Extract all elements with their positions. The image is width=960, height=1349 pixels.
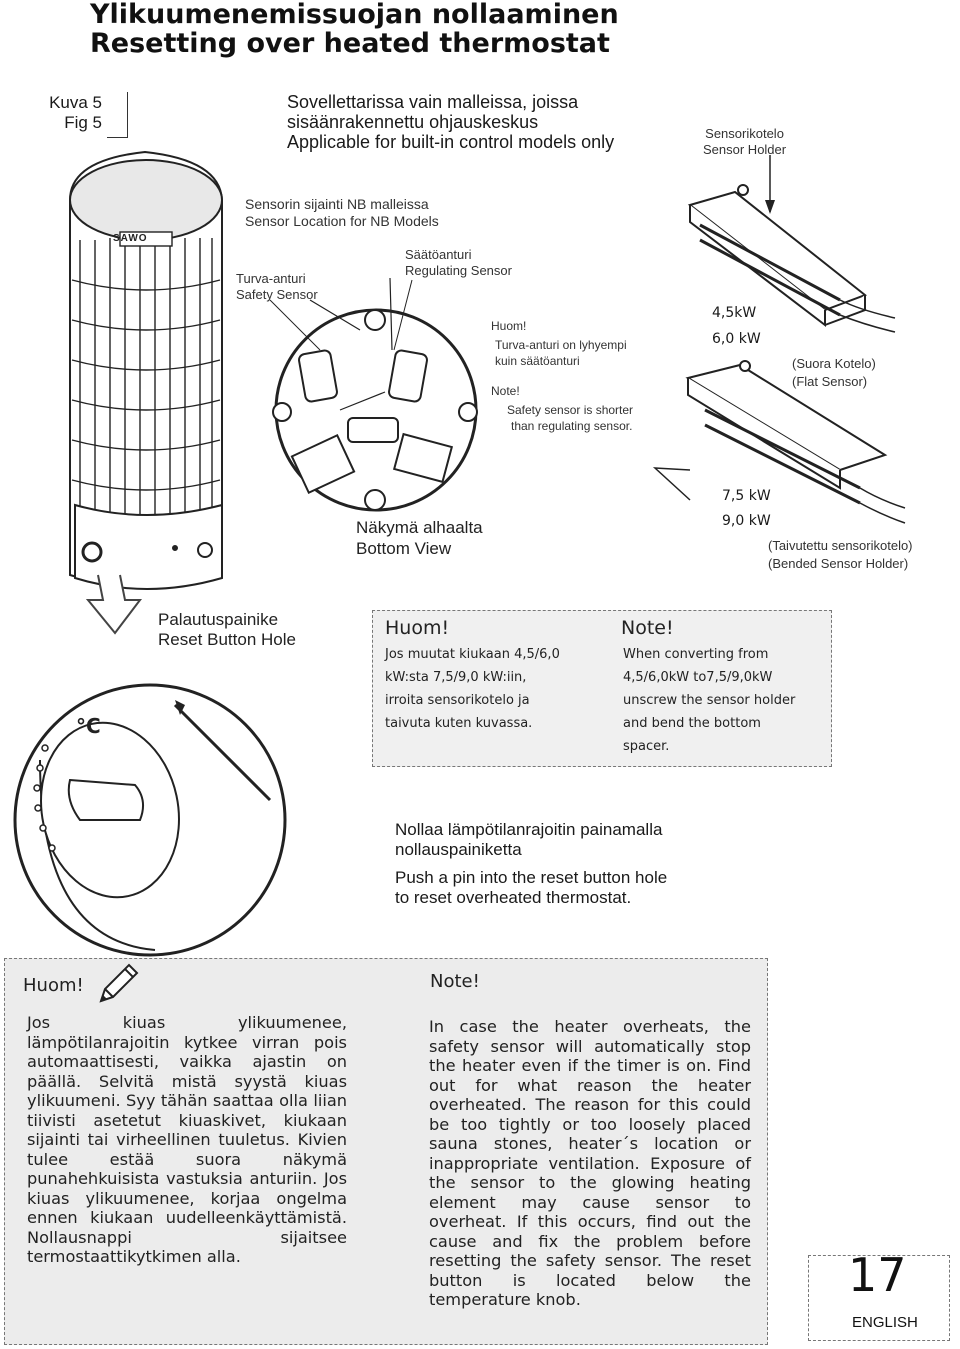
sensor-holder-fi: Sensorikotelo [705,126,784,141]
figure-bracket [107,92,128,138]
applicability-line-1: Sovellettarissa vain malleissa, joissa [287,92,579,112]
safety-sensor-fi: Turva-anturi [236,271,306,286]
reset-fi-line-2: nollauspainiketta [395,840,522,859]
down-arrow-icon [85,574,143,635]
sensor-location-label: Sensorin sijainti NB malleissa Sensor Lo… [245,196,439,230]
power-7-5: 7,5 kW [722,488,771,504]
converting-fi-line: kW:sta 7,5/9,0 kW:iin, [385,670,527,685]
safety-sensor-label: Turva-anturi Safety Sensor [236,271,318,303]
safety-sensor-en: Safety Sensor [236,287,318,302]
overheat-fi-text: Jos kiuas ylikuumenee, lämpötilanrajoiti… [27,1013,347,1266]
sensor-holder-en: Sensor Holder [703,142,787,157]
sensor-holder-label: Sensorikotelo Sensor Holder [703,126,786,158]
reset-en-line-2: to reset overheated thermostat. [395,888,632,907]
power-4-5: 4,5kW [712,305,757,321]
converting-note-box: Huom! Note! Jos muutat kiukaan 4,5/6,0 k… [372,610,832,767]
converting-note-en-head: Note! [621,617,674,639]
bottom-view-label: Näkymä alhaalta Bottom View [356,517,483,559]
language-label: ENGLISH [852,1314,918,1331]
bent-sensor-holder-illustration [685,360,906,524]
power-9-0: 9,0 kW [722,513,771,529]
overheat-fi-head: Huom! [23,975,84,996]
pencil-icon [99,963,139,1003]
regulating-sensor-en: Regulating Sensor [405,263,512,278]
reset-hole-en: Reset Button Hole [158,630,296,649]
reset-pin-icon [173,703,272,802]
sensor-note-en-2: than regulating sensor. [511,419,633,433]
sensor-location-fi: Sensorin sijainti NB malleissa [245,196,429,212]
page-number-box [808,1255,950,1341]
converting-fi-line: Jos muutat kiukaan 4,5/6,0 [385,647,560,662]
sensor-length-note: Huom! Turva-anturi on lyhyempi kuin säät… [491,318,633,434]
bottom-view-en: Bottom View [356,539,452,558]
flat-sensor-label: (Suora Kotelo) (Flat Sensor) [792,355,876,391]
sensor-note-en-1: Safety sensor is shorter [507,403,634,417]
bended-holder-label: (Taivutettu sensorikotelo) (Bended Senso… [768,537,913,573]
regulating-sensor-fi: Säätöanturi [405,247,472,262]
applicability-line-2: sisäänrakennettu ohjauskeskus [287,112,539,132]
converting-note-fi-text: Jos muutat kiukaan 4,5/6,0 kW:sta 7,5/9,… [385,643,560,735]
sensor-note-en-head: Note! [491,384,520,398]
flat-sensor-en: (Flat Sensor) [792,374,868,389]
page-title: Ylikuumenemissuojan nollaaminen Resettin… [90,0,619,58]
technical-illustration: °C [13,150,906,957]
converting-fi-line: irroita sensorikotelo ja [385,693,530,708]
power-small-label: 4,5kW 6,0 kW [712,300,761,352]
title-finnish: Ylikuumenemissuojan nollaaminen [90,0,619,30]
converting-fi-line: taivuta kuten kuvassa. [385,716,533,731]
applicability-note: Sovellettarissa vain malleissa, joissa s… [287,92,614,152]
bended-holder-fi: (Taivutettu sensorikotelo) [768,538,913,553]
knob-closeup-illustration [13,683,287,957]
reset-en-line-1: Push a pin into the reset button hole [395,868,668,887]
converting-en-line: and bend the bottom [623,716,761,731]
figure-label: Kuva 5 Fig 5 [40,93,102,133]
converting-en-line: When converting from [623,647,769,662]
flat-sensor-holder-illustration [687,184,896,333]
converting-en-line: spacer. [623,739,670,754]
applicability-line-3: Applicable for built-in control models o… [287,132,615,152]
regulating-sensor-label: Säätöanturi Regulating Sensor [405,247,512,279]
power-large-label: 7,5 kW 9,0 kW [722,484,771,534]
flat-sensor-fi: (Suora Kotelo) [792,356,876,371]
reset-fi-line-1: Nollaa lämpötilanrajoitin painamalla [395,820,663,839]
overheat-note-box: Huom! Note! Jos kiuas ylikuumenee, lämpö… [4,958,768,1345]
bottom-view-fi: Näkymä alhaalta [356,518,483,537]
converting-en-line: unscrew the sensor holder [623,693,796,708]
sensor-note-fi-2: kuin säätöanturi [495,354,580,368]
heater-brand-label: SAWO [113,233,148,244]
knob-symbol: °C [76,714,101,738]
converting-note-en-text: When converting from 4,5/6,0kW to7,5/9,0… [623,643,795,758]
overheat-en-text: In case the heater overheats, the safety… [429,1017,751,1309]
overheat-en-head: Note! [430,971,480,992]
figure-label-en: Fig 5 [64,113,102,132]
reset-hole-fi: Palautuspainike [158,610,279,629]
power-6-0: 6,0 kW [712,331,761,347]
bottom-view-illustration [272,277,478,512]
converting-en-line: 4,5/6,0kW to7,5/9,0kW [623,670,773,685]
page-number: 17 [848,1248,907,1302]
heater-illustration [69,150,223,590]
reset-hole-label: Palautuspainike Reset Button Hole [158,610,296,650]
sensor-location-en: Sensor Location for NB Models [245,213,439,229]
reset-instruction: Nollaa lämpötilanrajoitin painamalla nol… [395,820,667,908]
figure-label-fi: Kuva 5 [49,93,102,112]
title-english: Resetting over heated thermostat [90,28,610,59]
bended-holder-en: (Bended Sensor Holder) [768,556,909,571]
sensor-note-fi-1: Turva-anturi on lyhyempi [495,338,627,352]
converting-note-fi-head: Huom! [385,617,450,639]
sensor-note-fi-head: Huom! [491,319,527,333]
